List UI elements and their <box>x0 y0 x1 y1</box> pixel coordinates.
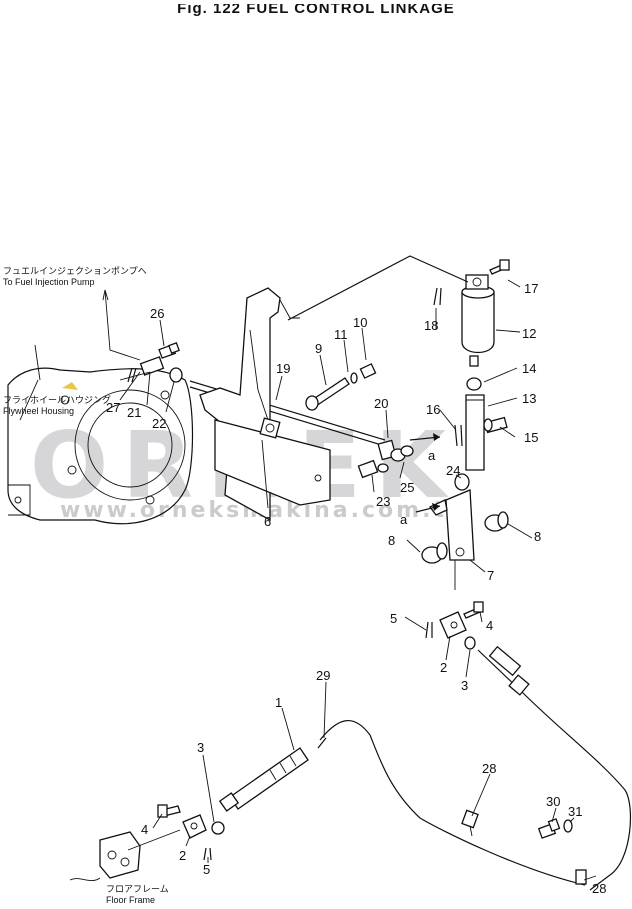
part-25-washer <box>400 445 414 457</box>
part-3-nut-upper <box>464 636 476 650</box>
callout-25: 25 <box>400 480 414 495</box>
part-15-pin <box>483 416 508 434</box>
yellow-mark <box>62 382 78 390</box>
part-29-cable <box>317 649 631 891</box>
callout-26: 26 <box>150 306 164 321</box>
part-8-bushing-right <box>484 511 509 532</box>
callout-28-mid: 28 <box>482 761 496 776</box>
leader-to-pump <box>104 289 141 361</box>
callout-16: 16 <box>426 402 440 417</box>
callout-9: 9 <box>315 341 322 356</box>
callout-15: 15 <box>524 430 538 445</box>
cable-end-upper <box>488 645 530 696</box>
top-crop-mask <box>0 0 632 4</box>
callout-22: 22 <box>152 416 166 431</box>
arrow-up <box>102 289 109 301</box>
callout-8-right: 8 <box>534 529 541 544</box>
callout-13: 13 <box>522 391 536 406</box>
note-floor-jp: フロアフレーム <box>106 884 169 894</box>
part-2-clevis-upper <box>439 611 467 639</box>
part-5-clip-upper <box>425 621 433 639</box>
callout-27: 27 <box>106 400 120 415</box>
note-to-pump-en: To Fuel Injection Pump <box>3 277 95 287</box>
part-6-bracket <box>199 287 331 522</box>
callout-18: 18 <box>424 318 438 333</box>
callout-17: 17 <box>524 281 538 296</box>
callout-5-lower: 5 <box>203 862 210 877</box>
callout-14: 14 <box>522 361 536 376</box>
callout-4-lower: 4 <box>141 822 148 837</box>
part-23-bolt <box>357 459 389 479</box>
note-flywheel-jp: フライホイールハウジング <box>3 395 112 405</box>
part-3-nut-lower <box>211 821 225 835</box>
callout-30: 30 <box>546 794 560 809</box>
callout-4-upper: 4 <box>486 618 493 633</box>
part-24-nut <box>454 473 470 491</box>
part-21-joint <box>119 356 165 381</box>
part-28-clamp-mid <box>461 809 479 837</box>
part-9-bolt <box>305 377 350 411</box>
callout-3-upper: 3 <box>461 678 468 693</box>
part-1-cable-end <box>218 747 309 812</box>
note-floor-en: Floor Frame <box>106 895 156 905</box>
callout-12: 12 <box>522 326 536 341</box>
callout-28-right: 28 <box>592 881 606 896</box>
part-8-bushing-left <box>421 542 448 564</box>
callout-21: 21 <box>127 405 141 420</box>
part-27-pin <box>127 367 137 383</box>
callout-10: 10 <box>353 315 367 330</box>
callout-23: 23 <box>376 494 390 509</box>
part-17-pin <box>489 259 510 275</box>
floor-frame <box>69 829 181 882</box>
callout-8-left: 8 <box>388 533 395 548</box>
callout-7: 7 <box>487 568 494 583</box>
callout-1: 1 <box>275 695 282 710</box>
callout-a-lower: a <box>400 512 408 527</box>
part-2-clevis-lower <box>182 814 207 839</box>
flywheel-housing <box>7 344 194 525</box>
part-31-washer <box>563 819 573 833</box>
part-4-bolt-upper <box>463 601 484 619</box>
note-flywheel-en: Flywheel Housing <box>3 406 75 416</box>
callout-6: 6 <box>264 514 271 529</box>
note-to-pump-jp: フュエルインジェクションポンプへ <box>3 266 147 276</box>
leader-lines <box>119 279 597 881</box>
callout-a-upper: a <box>428 448 436 463</box>
part-14-nut <box>466 377 482 391</box>
part-4-bolt-lower <box>157 804 181 818</box>
callout-20: 20 <box>374 396 388 411</box>
part-13-rod <box>465 394 485 471</box>
part-10-nut <box>359 363 377 379</box>
part-28-clamp-right <box>575 869 587 885</box>
callout-numbers: 26 27 21 22 19 6 9 11 10 20 25 23 18 17 … <box>106 281 606 896</box>
actuator-leader-line <box>287 255 469 321</box>
callout-31: 31 <box>568 804 582 819</box>
callout-5-upper: 5 <box>390 611 397 626</box>
part-30-bolt <box>537 818 561 839</box>
part-11-washer <box>350 372 358 384</box>
callout-24: 24 <box>446 463 460 478</box>
part-12-actuator <box>461 274 495 367</box>
callout-2-lower: 2 <box>179 848 186 863</box>
part-18-clip <box>433 287 442 306</box>
callout-3-lower: 3 <box>197 740 204 755</box>
part-26-bolt <box>158 342 180 359</box>
part-22-nut <box>169 367 183 383</box>
part-5-clip-lower <box>203 847 212 861</box>
callout-11: 11 <box>334 327 348 342</box>
callout-19: 19 <box>276 361 290 376</box>
callout-2-upper: 2 <box>440 660 447 675</box>
figure-title: Fig. 122 FUEL CONTROL LINKAGE <box>177 0 455 17</box>
part-7-lever <box>445 489 475 561</box>
callout-29: 29 <box>316 668 330 683</box>
